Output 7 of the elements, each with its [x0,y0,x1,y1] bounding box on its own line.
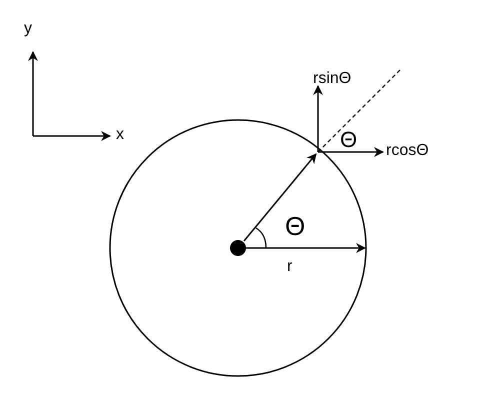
vector-label: rcosΘ [386,142,429,160]
angle-label: Θ [340,128,358,152]
angle-label: Θ [285,212,306,240]
axis-label: y [24,20,32,38]
radius-label: r [287,258,292,276]
vector-label: rsinΘ [313,70,352,88]
axis-label: x [116,126,124,144]
